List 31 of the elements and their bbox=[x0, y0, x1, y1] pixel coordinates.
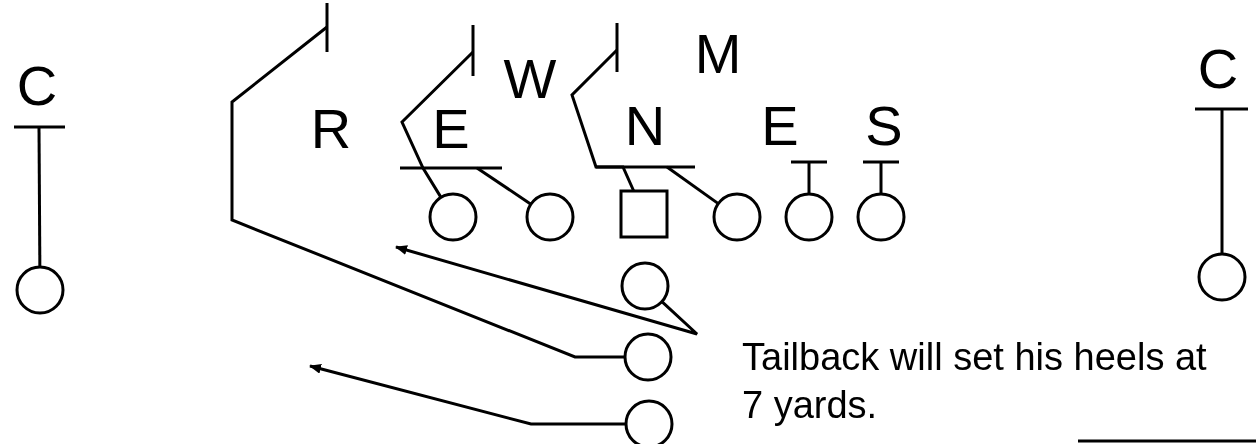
note-text: Tailback will set his heels at 7 yards. bbox=[742, 335, 1208, 428]
block-route bbox=[400, 25, 475, 199]
position-letter: R bbox=[310, 101, 352, 157]
block-route bbox=[791, 160, 827, 194]
position-letter: M bbox=[694, 26, 742, 82]
block-route bbox=[14, 125, 65, 267]
block-route bbox=[230, 3, 625, 359]
player-circle bbox=[428, 192, 478, 242]
route-arrow bbox=[395, 245, 699, 336]
position-letter: C bbox=[1197, 41, 1239, 109]
block-route bbox=[863, 160, 899, 194]
player-circle bbox=[525, 192, 575, 242]
player-circle bbox=[712, 192, 762, 242]
position-letter: C bbox=[16, 58, 58, 127]
position-letter: E bbox=[761, 98, 799, 162]
player-circle bbox=[1197, 252, 1247, 302]
player-circle bbox=[15, 265, 65, 315]
player-circle bbox=[784, 192, 834, 242]
position-letter: S bbox=[865, 98, 903, 162]
player-circle bbox=[856, 192, 906, 242]
block-route bbox=[570, 23, 636, 192]
block-route bbox=[400, 166, 532, 206]
position-letter: E bbox=[432, 101, 470, 168]
player-circle bbox=[623, 332, 673, 382]
player-square bbox=[619, 189, 669, 239]
player-circle bbox=[620, 261, 670, 311]
block-route bbox=[1195, 107, 1248, 254]
route-arrow bbox=[309, 363, 626, 426]
position-letter: N bbox=[624, 98, 666, 167]
position-letter: W bbox=[503, 51, 557, 107]
block-route bbox=[596, 165, 720, 205]
